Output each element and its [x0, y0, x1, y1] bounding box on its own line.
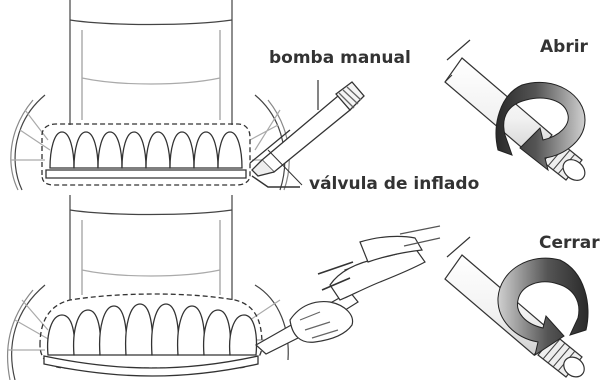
clockwise-arrow-icon — [498, 258, 588, 355]
open-label: Abrir — [540, 37, 588, 57]
cushion-bottom — [40, 294, 262, 376]
cushion-top — [42, 124, 250, 185]
valve-label: válvula de inflado — [309, 174, 479, 194]
pump-label: bomba manual — [269, 48, 411, 68]
hand-pumping — [256, 226, 440, 354]
close-label: Cerrar — [539, 233, 603, 253]
hand-pump-top — [250, 82, 364, 176]
